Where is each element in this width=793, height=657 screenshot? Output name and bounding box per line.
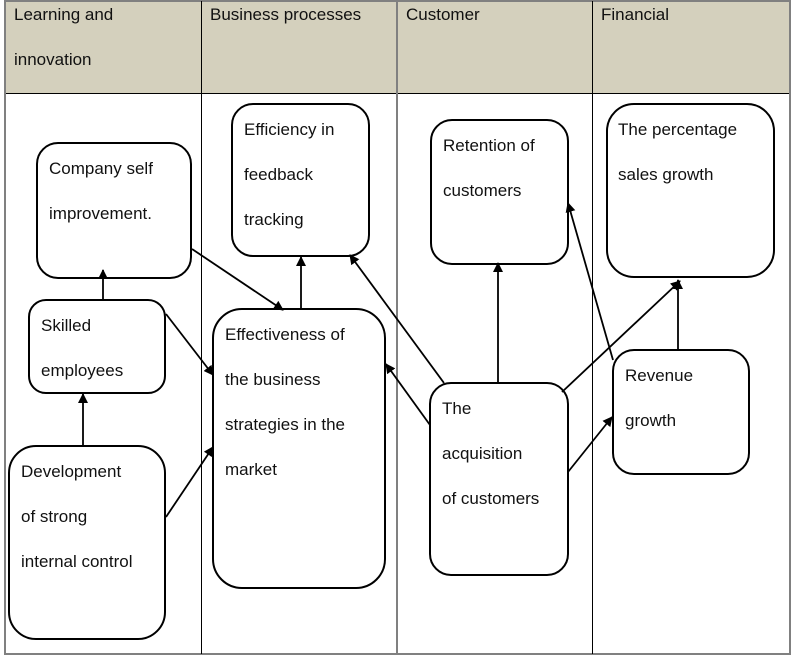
table-right-border xyxy=(789,1,791,655)
node-label: Effectiveness of the business strategies… xyxy=(225,325,346,479)
node-label: Skilled employees xyxy=(41,316,124,380)
column-header-business: Business processes xyxy=(210,5,362,24)
column-divider-3 xyxy=(592,1,593,654)
node-revenue-growth: Revenue growth xyxy=(612,349,750,475)
column-header-financial: Financial xyxy=(601,5,670,24)
arrow-skilled-employees-to-business-strategies xyxy=(165,313,214,376)
table-left-border xyxy=(4,1,6,655)
arrow-acquisition-to-revenue-growth xyxy=(567,416,613,473)
node-retention-of-customers: Retention of customers xyxy=(430,119,569,265)
node-label: Retention of customers xyxy=(443,136,535,200)
node-business-strategies: Effectiveness of the business strategies… xyxy=(212,308,386,589)
node-percentage-sales-growth: The percentage sales growth xyxy=(606,103,775,278)
node-skilled-employees: Skilled employees xyxy=(28,299,166,394)
column-divider-1 xyxy=(201,1,202,654)
arrow-self-improvement-to-business-strategies xyxy=(191,248,284,311)
node-label: The percentage sales growth xyxy=(618,120,738,184)
node-label: The acquisition of customers xyxy=(442,399,540,508)
node-label: Company self improvement. xyxy=(49,159,153,223)
column-header-learning: Learning and innovation xyxy=(14,5,114,69)
arrow-acquisition-to-business-strategies xyxy=(385,363,431,426)
column-divider-2 xyxy=(396,1,398,654)
node-internal-control: Development of strong internal control xyxy=(8,445,166,640)
node-label: Efficiency in feedback tracking xyxy=(244,120,335,229)
node-company-self-improvement: Company self improvement. xyxy=(36,142,192,279)
table-bottom-border xyxy=(4,653,791,655)
node-label: Revenue growth xyxy=(625,366,694,430)
arrow-internal-control-to-business-strategies xyxy=(165,446,214,518)
node-acquisition-of-customers: The acquisition of customers xyxy=(429,382,569,576)
node-feedback-tracking: Efficiency in feedback tracking xyxy=(231,103,370,257)
column-header-customer: Customer xyxy=(406,5,480,24)
node-label: Development of strong internal control xyxy=(21,462,133,571)
